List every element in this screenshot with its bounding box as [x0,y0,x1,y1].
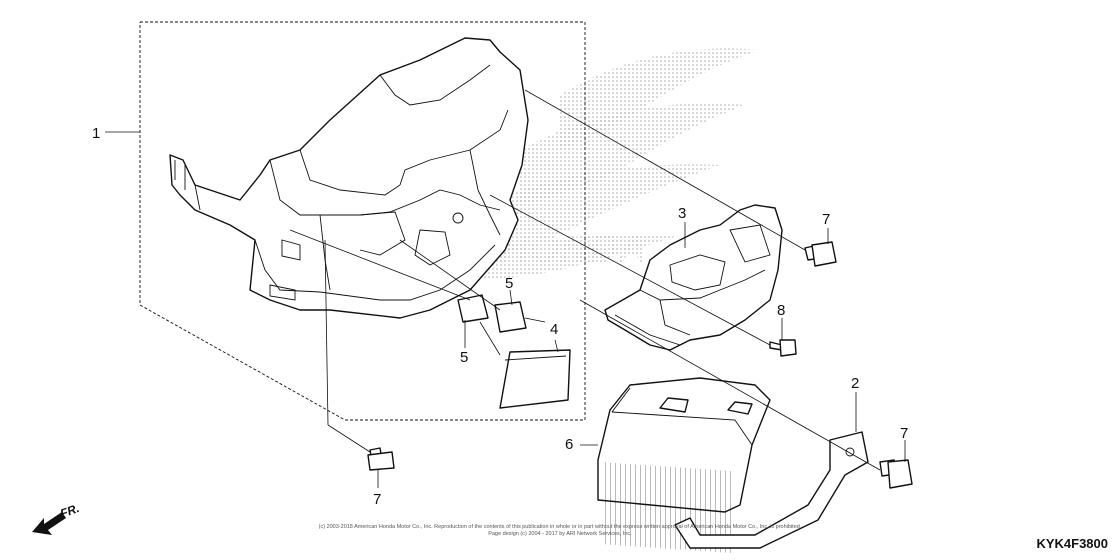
callout-7-lower-right: 7 [900,425,908,442]
callout-8: 8 [777,302,785,319]
callout-7-upper-right: 7 [822,211,830,228]
battery-box [169,37,529,319]
copyright-line-2: Page design (c) 2004 - 2017 by ARI Netwo… [488,531,632,537]
diagram-code: KYK4F3800 [1036,536,1108,551]
bolt-7-left [367,447,395,471]
callout-7-left: 7 [373,491,381,508]
front-direction-arrow: FR. [32,501,81,535]
screw-8 [769,339,797,357]
callout-4: 4 [550,321,558,338]
direction-label: FR. [58,501,81,521]
callout-3: 3 [678,205,686,222]
battery-sponge [499,349,571,409]
callout-6: 6 [565,436,573,453]
bolt-7-upper-right [804,241,837,267]
callout-1: 1 [92,125,100,142]
bolt-7-lower-right [879,459,913,489]
copyright-line-1: (c) 2003-2018 American Honda Motor Co., … [319,524,802,530]
callout-2: 2 [851,375,859,392]
callout-5-upper: 5 [505,275,513,292]
pad-lower [457,294,489,323]
callout-5-lower: 5 [460,349,468,366]
assembly-frame [139,21,586,421]
battery-band [674,431,869,549]
fuse-box-bracket [604,204,783,351]
honda-wing-watermark: HONDA [470,48,760,280]
pad-upper [494,301,527,333]
watermark-text: HONDA [500,227,647,271]
leader-lines [105,89,906,488]
battery [597,377,771,554]
